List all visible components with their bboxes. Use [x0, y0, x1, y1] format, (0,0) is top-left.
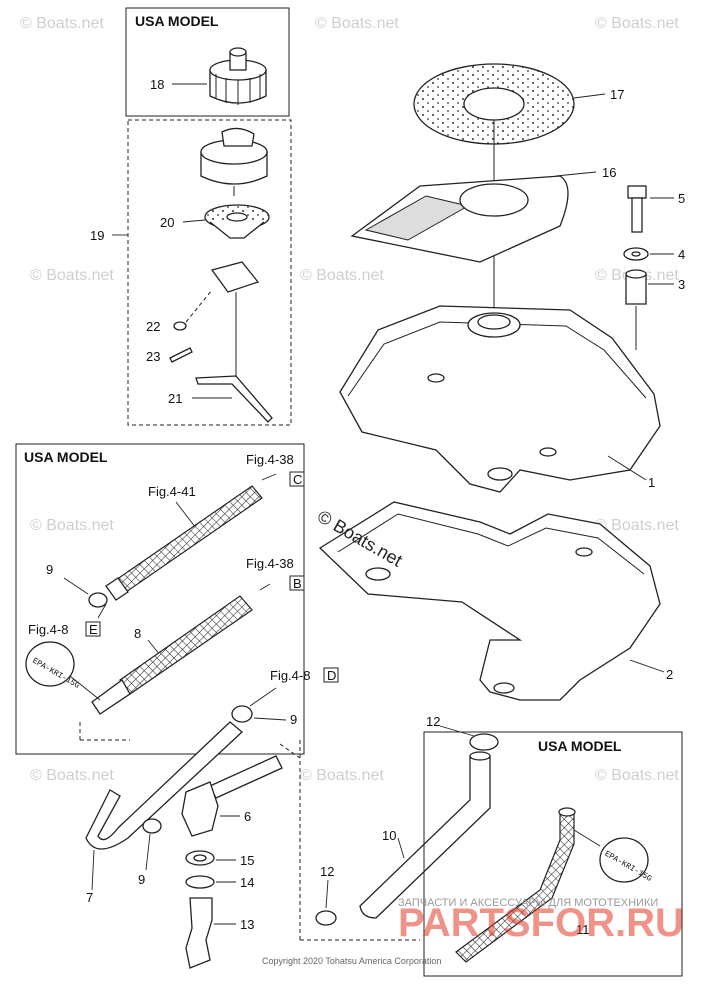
- ref-letter: C: [293, 472, 302, 487]
- fitting-13: 13: [185, 897, 254, 969]
- fig-ref: Fig.4-8: [270, 668, 310, 683]
- part-number: 12: [320, 864, 334, 879]
- part-number: 14: [240, 875, 254, 890]
- brand-watermark: PARTSFOR.RU: [398, 901, 684, 945]
- epa-tag-left: EPA-KRI-15G: [25, 641, 101, 701]
- part-number: 15: [240, 853, 254, 868]
- usa-model-box-right: USA MODEL EPA-KRI-15G 11: [423, 731, 683, 977]
- bolt-group: 5 4 3: [623, 185, 685, 350]
- pad-17: 17: [413, 63, 624, 145]
- fig-ref: Fig.4-41: [148, 484, 196, 499]
- part-number: 6: [244, 809, 251, 824]
- part-number: 11: [576, 922, 590, 937]
- watermark: © Boats.net: [30, 517, 114, 534]
- cover-1: 1: [339, 305, 661, 493]
- part-number: 1: [648, 475, 655, 490]
- part-number: 3: [678, 277, 685, 292]
- watermark: © Boats.net: [595, 767, 679, 784]
- fig-ref: Fig.4-38: [246, 452, 294, 467]
- part-number: 5: [678, 191, 685, 206]
- brand-subtitle: ЗАПЧАСТИ И АКСЕССУАРЫ ДЛЯ МОТОТЕХНИКИ: [398, 897, 658, 909]
- box-title: USA MODEL: [24, 449, 108, 465]
- part-number: 9: [138, 872, 145, 887]
- connector-6: 6: [181, 743, 301, 837]
- watermark: © Boats.net: [30, 267, 114, 284]
- part-number: 4: [678, 247, 685, 262]
- box-title: USA MODEL: [135, 13, 219, 29]
- part-number: 21: [168, 391, 182, 406]
- part-number: 9: [290, 712, 297, 727]
- part-number: 9: [46, 562, 53, 577]
- watermark: © Boats.net: [315, 15, 399, 32]
- part-number: 7: [86, 890, 93, 905]
- copyright-text: Copyright 2020 Tohatsu America Corporati…: [262, 956, 441, 966]
- watermark: © Boats.net: [300, 767, 384, 784]
- ref-letter: D: [327, 668, 336, 683]
- part-number: 19: [90, 228, 104, 243]
- watermark: © Boats.net: [30, 767, 114, 784]
- fig-ref: Fig.4-38: [246, 556, 294, 571]
- epa-tag-right: EPA-KRI-15G: [573, 829, 653, 884]
- assembly-19: 19 20 21 22 23: [90, 119, 292, 426]
- part-number: 12: [426, 714, 440, 729]
- cap-18: [209, 47, 267, 105]
- fig-ref: Fig.4-8: [28, 622, 68, 637]
- part-number: 10: [382, 828, 396, 843]
- watermark: © Boats.net: [595, 517, 679, 534]
- box-title: USA MODEL: [538, 738, 622, 754]
- hose-10: 10 12 12: [315, 714, 499, 926]
- watermark: © Boats.net: [300, 267, 384, 284]
- usa-model-box-top: USA MODEL 18: [125, 7, 290, 117]
- part-number: 20: [160, 215, 174, 230]
- part-number: 2: [666, 667, 673, 682]
- part-number: 17: [610, 87, 624, 102]
- tank-2: 2: [318, 501, 673, 701]
- watermark: © Boats.net: [20, 15, 104, 32]
- part-number: 16: [602, 165, 616, 180]
- part-number: 22: [146, 319, 160, 334]
- sheet-16: 16: [350, 165, 616, 263]
- ref-letter: E: [89, 622, 98, 637]
- part-number: 13: [240, 917, 254, 932]
- usa-model-box-left: USA MODEL Fig.4-38 C Fig.4-41 9 Fig.4-8 …: [15, 443, 305, 755]
- part-number: 8: [134, 626, 141, 641]
- watermarks: © Boats.net © Boats.net © Boats.net © Bo…: [20, 15, 679, 784]
- part-number: 23: [146, 349, 160, 364]
- part-number: 18: [150, 77, 164, 92]
- watermark: © Boats.net: [595, 15, 679, 32]
- ref-letter: B: [293, 576, 302, 591]
